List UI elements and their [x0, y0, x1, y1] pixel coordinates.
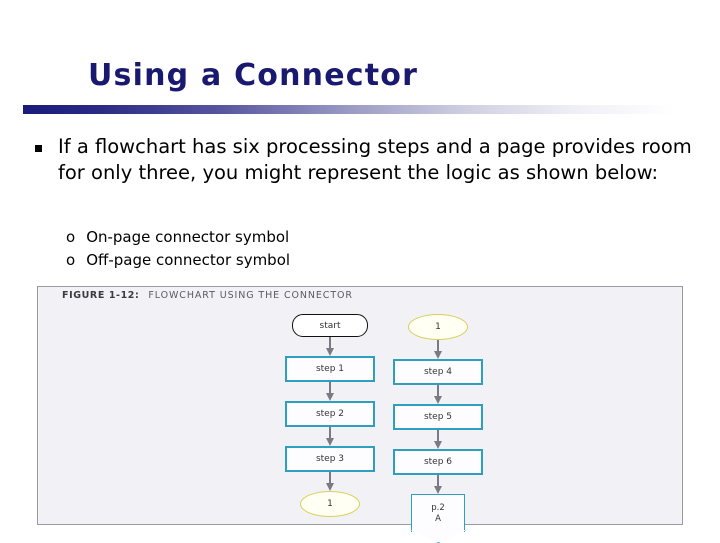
flow-node-step-6: step 6 — [393, 449, 483, 475]
flow-node-step-1: step 1 — [285, 356, 375, 382]
arrow-down-icon — [325, 427, 335, 446]
arrow-down-icon — [325, 472, 335, 491]
arrow-down-icon — [325, 382, 335, 401]
arrow-down-icon — [433, 430, 443, 449]
arrow-down-icon — [433, 340, 443, 359]
flow-node-on-page-connector-in: 1 — [408, 314, 468, 340]
sub-bullet-label-on-page: On-page connector symbol — [86, 228, 290, 246]
flowchart-right-column: 1 step 4 step 5 step 6 p.2 A — [378, 314, 498, 532]
arrow-down-icon — [325, 337, 335, 356]
figure-panel: FIGURE 1-12: FLOWCHART USING THE CONNECTO… — [37, 286, 683, 532]
list-item: o Off-page connector symbol — [66, 249, 290, 272]
sub-bullet-list: o On-page connector symbol o Off-page co… — [66, 226, 290, 272]
title-divider-bar — [23, 105, 675, 114]
figure-caption: FIGURE 1-12: FLOWCHART USING THE CONNECTO… — [62, 290, 353, 301]
flow-node-step-4: step 4 — [393, 359, 483, 385]
flow-node-on-page-connector-out: 1 — [300, 491, 360, 517]
bullet-text: If a flowchart has six processing steps … — [58, 135, 692, 184]
flow-node-step-3: step 3 — [285, 446, 375, 472]
flowchart-left-column: start step 1 step 2 step 3 1 — [270, 314, 390, 517]
flow-node-off-page-connector: p.2 A — [411, 494, 465, 532]
flow-node-step-5: step 5 — [393, 404, 483, 430]
square-bullet-icon — [35, 145, 42, 152]
body-bullet-list: If a flowchart has six processing steps … — [32, 134, 708, 186]
list-item: o On-page connector symbol — [66, 226, 290, 249]
figure-caption-number: FIGURE 1-12: — [62, 290, 140, 301]
off-page-connector-letter: A — [435, 514, 441, 524]
off-page-connector-page-ref: p.2 — [431, 503, 445, 513]
arrow-down-icon — [433, 385, 443, 404]
sub-bullet-label-off-page: Off-page connector symbol — [86, 251, 291, 269]
circle-bullet-icon: o — [66, 251, 76, 269]
arrow-down-icon — [433, 475, 443, 494]
list-item: If a flowchart has six processing steps … — [32, 134, 708, 186]
circle-bullet-icon: o — [66, 228, 76, 246]
figure-caption-title: FLOWCHART USING THE CONNECTOR — [148, 290, 353, 301]
flow-node-step-2: step 2 — [285, 401, 375, 427]
flow-node-start: start — [292, 314, 368, 337]
page-title: Using a Connector — [88, 58, 419, 93]
